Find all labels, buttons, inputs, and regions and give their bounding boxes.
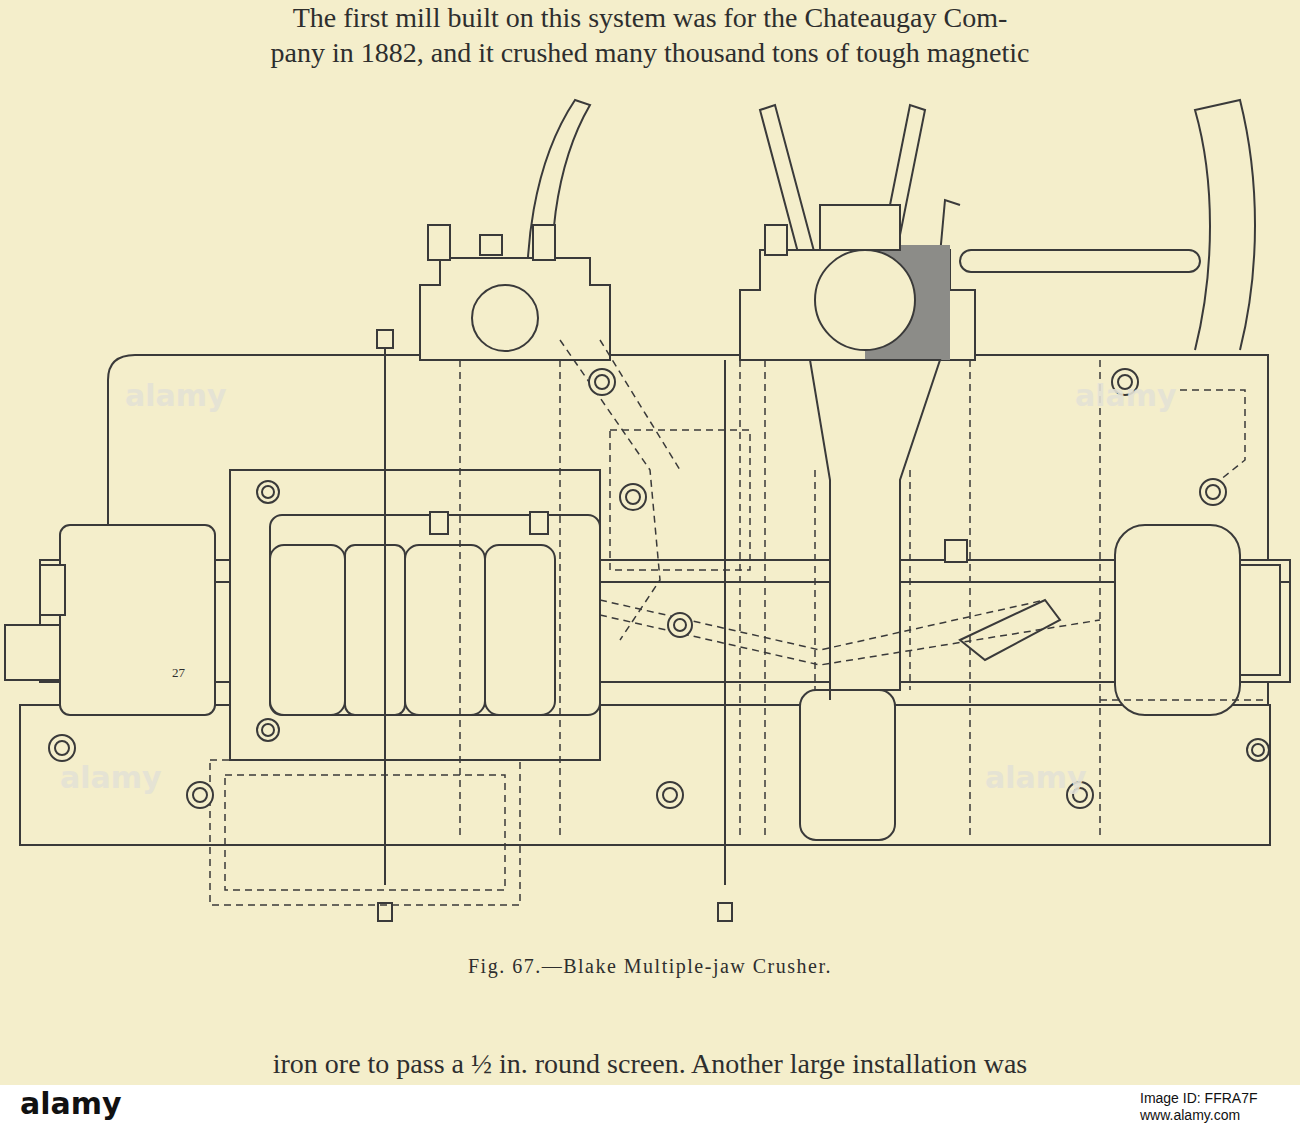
watermark-logo: alamy — [20, 1086, 122, 1121]
watermark: alamy — [985, 760, 1087, 795]
callout-number: 27 — [172, 665, 185, 681]
watermark: alamy — [60, 760, 162, 795]
watermark: alamy — [1075, 378, 1177, 413]
watermark: alamy — [125, 378, 227, 413]
body-text: The first mill built on this system was … — [293, 2, 1008, 34]
watermark-banner — [0, 1085, 1300, 1127]
image-id: Image ID: FFRA7F — [1140, 1090, 1257, 1106]
body-text: pany in 1882, and it crushed many thousa… — [271, 37, 1030, 69]
source-url: www.alamy.com — [1140, 1107, 1240, 1123]
figure-caption: Fig. 67.—Blake Multiple-jaw Crusher. — [468, 955, 832, 978]
body-text: iron ore to pass a ½ in. round screen. A… — [273, 1048, 1028, 1080]
